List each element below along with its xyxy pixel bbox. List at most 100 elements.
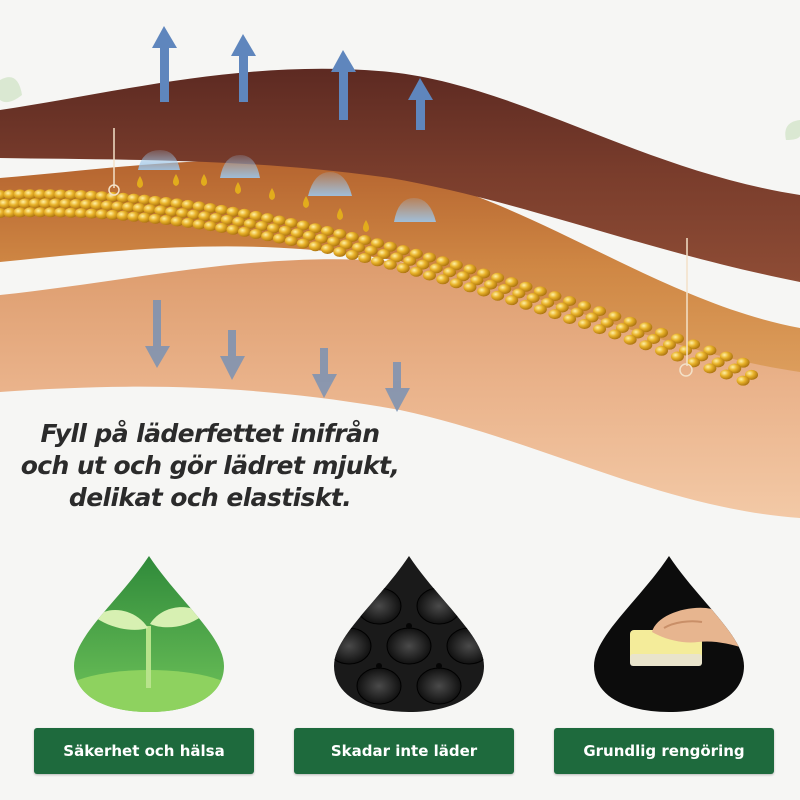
arrow-up-icon bbox=[331, 50, 356, 120]
oil-bead bbox=[237, 226, 251, 237]
oil-bead bbox=[159, 197, 173, 208]
oil-bead bbox=[296, 238, 310, 249]
oil-bead bbox=[13, 189, 27, 200]
oil-bead bbox=[8, 198, 22, 209]
oil-bead bbox=[187, 209, 201, 220]
oil-bead bbox=[64, 207, 78, 218]
oil-bead bbox=[255, 221, 269, 232]
oil-bead bbox=[711, 357, 725, 368]
oil-bead bbox=[181, 217, 195, 228]
oil-bead bbox=[383, 259, 397, 270]
oil-beads bbox=[0, 174, 759, 386]
oil-bead bbox=[327, 236, 341, 247]
oil-bead bbox=[243, 218, 257, 229]
oil-bead bbox=[370, 238, 384, 249]
arrow-down-icon bbox=[220, 330, 245, 380]
oil-bead bbox=[377, 248, 391, 259]
leather-layers-illustration bbox=[0, 26, 800, 518]
oil-bead bbox=[449, 278, 463, 289]
oil-bead bbox=[116, 210, 130, 221]
oil-bead bbox=[390, 252, 404, 263]
oil-bead bbox=[33, 207, 47, 218]
moisture-mist bbox=[138, 150, 436, 222]
oil-bead bbox=[314, 233, 328, 244]
oil-bead bbox=[170, 198, 184, 209]
oil-bead bbox=[272, 233, 286, 244]
oil-bead bbox=[456, 271, 470, 282]
oil-bead bbox=[358, 235, 372, 246]
oil-bead bbox=[396, 263, 410, 274]
oil-bead bbox=[290, 228, 304, 239]
oil-bead bbox=[463, 264, 477, 275]
oil-bead bbox=[198, 211, 212, 222]
oil-bead bbox=[484, 279, 498, 290]
oil-bead bbox=[13, 207, 27, 218]
oil-bead bbox=[3, 207, 17, 218]
oil-bead bbox=[548, 309, 562, 320]
oil-bead bbox=[154, 205, 168, 216]
oil-bead bbox=[647, 333, 661, 344]
oil-bead bbox=[226, 206, 240, 217]
oil-bead bbox=[670, 351, 684, 362]
oil-bead bbox=[687, 357, 701, 368]
oil-bead bbox=[95, 209, 109, 220]
oil-bead bbox=[226, 224, 240, 235]
oil-bead bbox=[59, 198, 73, 209]
oil-bead bbox=[383, 241, 397, 252]
oil-bead bbox=[563, 295, 577, 306]
oil-bead bbox=[608, 311, 622, 322]
arrow-up-icon bbox=[408, 78, 433, 130]
oil-bead bbox=[370, 256, 384, 267]
oil-bead bbox=[533, 286, 547, 297]
oil-bead bbox=[491, 272, 505, 283]
arrow-down-icon bbox=[385, 362, 410, 412]
oil-bead bbox=[695, 351, 709, 362]
upward-arrows bbox=[152, 26, 433, 130]
oil-bead bbox=[261, 213, 275, 224]
oil-bead bbox=[38, 198, 52, 209]
oil-bead bbox=[703, 363, 717, 374]
oil-bead bbox=[321, 226, 334, 236]
oil-bead bbox=[662, 339, 676, 350]
oil-bead bbox=[215, 204, 229, 215]
oil-bead bbox=[477, 268, 491, 279]
oil-bead bbox=[308, 241, 322, 252]
oil-bead bbox=[333, 228, 347, 239]
oil-bead bbox=[736, 375, 750, 386]
oil-bead bbox=[396, 245, 410, 256]
oil-bead bbox=[106, 209, 120, 220]
oil-bead bbox=[358, 253, 372, 264]
oil-bead bbox=[284, 235, 298, 246]
oil-bead bbox=[74, 208, 88, 219]
oil-bead bbox=[615, 323, 629, 334]
oil-bead bbox=[33, 189, 47, 200]
oil-bead bbox=[249, 210, 263, 221]
headline: Fyll på läderfettet inifrån och ut och g… bbox=[10, 418, 410, 514]
oil-bead bbox=[577, 300, 591, 311]
feature-label: Säkerhet och hälsa bbox=[34, 728, 254, 774]
oil-bead bbox=[577, 318, 591, 329]
oil-bead bbox=[176, 208, 190, 219]
oil-drop bbox=[173, 174, 179, 186]
oil-bead bbox=[498, 283, 512, 294]
oil-bead bbox=[555, 302, 569, 313]
oil-bead bbox=[409, 266, 423, 277]
oil-bead bbox=[43, 207, 57, 218]
leaf-decoration bbox=[0, 77, 22, 103]
oil-bead bbox=[100, 200, 114, 211]
oil-bead bbox=[345, 249, 359, 260]
oil-bead bbox=[79, 199, 93, 210]
oil-bead bbox=[170, 216, 184, 227]
oil-bead bbox=[533, 304, 547, 315]
oil-bead bbox=[429, 263, 443, 274]
leather-layer-top bbox=[0, 68, 800, 282]
oil-bead bbox=[687, 339, 701, 350]
oil-bead bbox=[623, 334, 637, 345]
oil-bead bbox=[631, 328, 645, 339]
headline-line-3: delikat och elastiskt. bbox=[68, 483, 352, 512]
oil-bead bbox=[272, 215, 286, 226]
oil-bead bbox=[470, 275, 484, 286]
oil-bead bbox=[548, 291, 562, 302]
oil-bead bbox=[670, 333, 684, 344]
oil-bead bbox=[111, 201, 125, 212]
